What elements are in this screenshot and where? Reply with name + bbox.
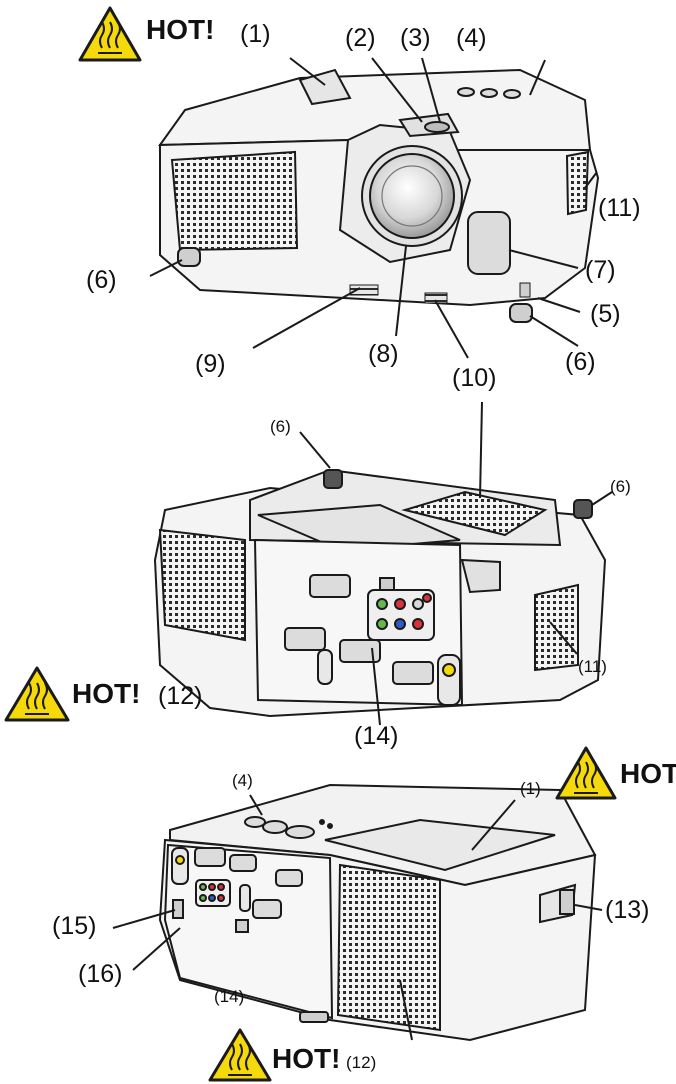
callout-rear-16: (16) <box>78 962 122 987</box>
callout-rear-14: (14) <box>214 988 244 1005</box>
callout-front-9: (9) <box>195 352 226 377</box>
hot-warning-icon-rear-bottom <box>210 1030 270 1080</box>
hot-warning-icon-front <box>80 8 140 60</box>
callout-bottom-14: (14) <box>354 724 398 749</box>
callout-front-2: (2) <box>345 26 376 51</box>
hot-warning-text-rear-top: HOT! <box>620 760 676 788</box>
bottom-view-projector <box>155 470 605 716</box>
hot-warning-icon-bottom <box>6 668 68 720</box>
callout-rear-1: (1) <box>520 780 541 797</box>
front-view-projector <box>160 70 598 322</box>
callout-rear-15: (15) <box>52 914 96 939</box>
hot-warning-text-bottom: HOT! <box>72 680 140 708</box>
callout-bottom-6-left: (6) <box>270 418 291 435</box>
callout-front-7: (7) <box>585 258 616 283</box>
callout-front-6-left: (6) <box>86 268 117 293</box>
callout-front-4: (4) <box>456 26 487 51</box>
callout-rear-4: (4) <box>232 772 253 789</box>
callout-rear-13: (13) <box>605 898 649 923</box>
callout-front-11: (11) <box>598 196 641 221</box>
hot-warning-text-rear-bottom: HOT! <box>272 1045 340 1073</box>
callout-bottom-6-right: (6) <box>610 478 631 495</box>
callout-front-1: (1) <box>240 22 271 47</box>
hot-warning-text-front: HOT! <box>146 16 214 44</box>
callout-rear-12: (12) <box>346 1054 376 1071</box>
callout-front-10: (10) <box>452 366 496 391</box>
callout-front-6-right: (6) <box>565 350 596 375</box>
callout-front-3: (3) <box>400 26 431 51</box>
callout-front-8: (8) <box>368 342 399 367</box>
hot-warning-icon-rear-top <box>557 748 615 798</box>
callout-bottom-11: (11) <box>578 658 607 675</box>
callout-front-5: (5) <box>590 302 621 327</box>
callout-bottom-12: (12) <box>158 684 202 709</box>
